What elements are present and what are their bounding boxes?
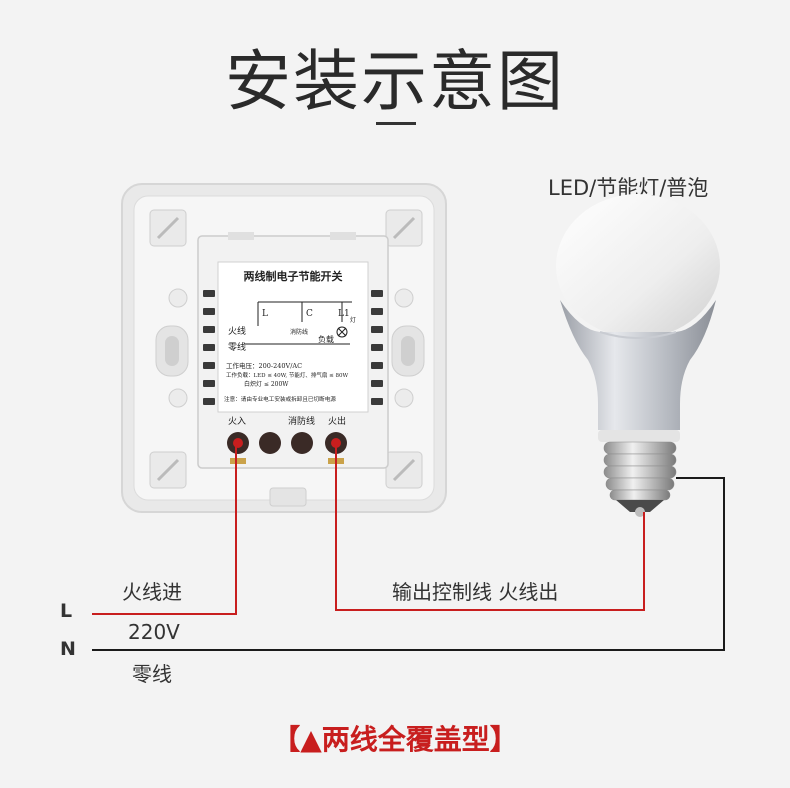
load-lamp-symbol <box>336 326 348 338</box>
output-wire <box>335 443 645 611</box>
lamp-small-label: 灯 <box>350 316 356 324</box>
L-terminal-label: L <box>60 600 73 622</box>
module-product-name: 两线制电子节能开关 <box>244 269 343 283</box>
neutral-wire <box>92 477 725 651</box>
safety-note: 注意：请由专业电工安装或拆卸且已切断电源 <box>224 395 336 403</box>
N-terminal-label: N <box>60 638 76 660</box>
port-fire-line-label: 消防线 <box>288 415 315 427</box>
output-label: 输出控制线 火线出 <box>392 580 559 604</box>
page-title: 安装示意图 <box>225 43 565 120</box>
voltage-label: 220V <box>128 620 180 644</box>
spec-load: 工作负载：LED ≤ 40W, 节能灯、排气扇 ≤ 80W <box>226 371 348 379</box>
port-in-label: 火入 <box>228 416 246 427</box>
terminal-C: C <box>306 309 313 319</box>
live-wire <box>92 443 237 615</box>
fire-label: 火线 <box>228 325 246 337</box>
spec-incandescent: 白炽灯 ≤ 200W <box>244 380 289 388</box>
bulb-icon <box>556 194 720 517</box>
neutral-label: 零线 <box>132 662 172 686</box>
switch-module: 两线制电子节能开关 L C L1 火线 零线 消防线 负载 灯 工作电压：200… <box>197 232 389 469</box>
zero-label: 零线 <box>228 341 246 353</box>
port-out-label: 火出 <box>328 415 346 427</box>
live-in-label: 火线进 <box>122 580 182 604</box>
spec-voltage: 工作电压：200-240V/AC <box>226 361 302 370</box>
terminal-L: L <box>262 309 268 319</box>
variant-footer: 【▲两线全覆盖型】 <box>272 723 518 756</box>
terminal-L1: L1 <box>338 309 350 319</box>
load-label: 负载 <box>318 334 334 344</box>
title-underline <box>376 122 416 125</box>
fireproof-small-label: 消防线 <box>290 328 308 336</box>
